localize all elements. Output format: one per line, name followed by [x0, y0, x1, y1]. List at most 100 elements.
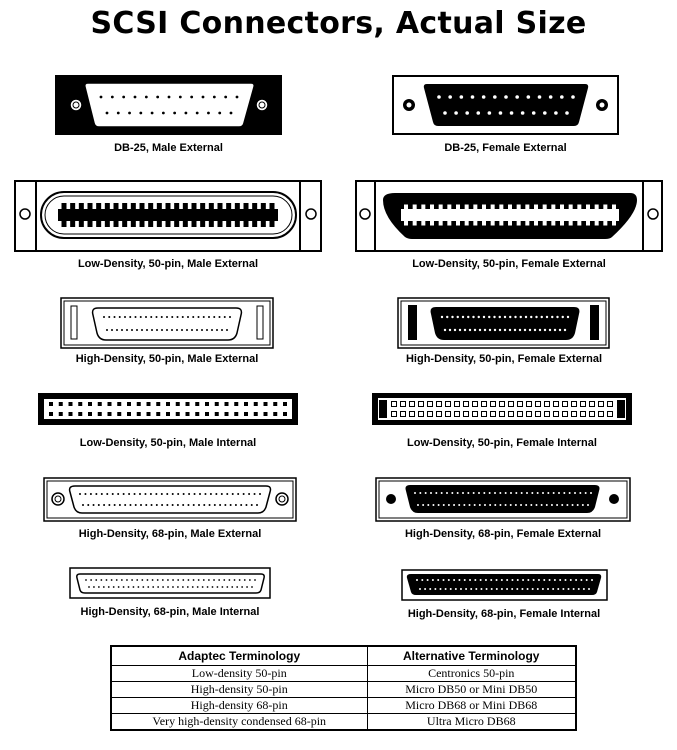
pin — [458, 328, 462, 332]
pin — [490, 401, 496, 407]
db25-female-external-connector — [392, 75, 619, 135]
pin — [148, 203, 154, 209]
connector-caption: High-Density, 68-pin, Female Internal — [407, 608, 601, 620]
pin — [283, 402, 287, 406]
pin — [500, 588, 503, 590]
pin — [146, 412, 151, 416]
pin — [171, 316, 174, 318]
pin — [482, 220, 486, 226]
page-title: SCSI Connectors, Actual Size — [90, 6, 587, 41]
pin — [100, 579, 103, 581]
pin — [204, 493, 207, 495]
table-row: High-density 68-pin Micro DB68 or Mini D… — [110, 697, 577, 714]
pin — [167, 579, 169, 581]
pin — [568, 220, 573, 226]
pin — [499, 492, 502, 494]
pin — [511, 588, 514, 590]
pin — [431, 579, 434, 581]
pin — [211, 586, 214, 588]
pin — [61, 221, 67, 227]
pin — [156, 412, 161, 416]
pin — [273, 402, 278, 406]
pin — [174, 221, 180, 227]
pin — [528, 328, 532, 332]
pin — [477, 315, 480, 319]
pin — [552, 588, 555, 590]
pin — [122, 586, 125, 588]
pin — [88, 586, 90, 588]
pin — [85, 579, 87, 581]
connector-caption: Low-Density, 50-pin, Female Internal — [407, 437, 597, 449]
connector-caption: Low-Density, 50-pin, Male Internal — [79, 437, 257, 449]
pin — [136, 412, 141, 416]
pin — [122, 221, 128, 227]
pin — [478, 328, 482, 332]
pin — [139, 203, 145, 209]
ld50-male-internal-connector — [38, 393, 298, 425]
pin — [436, 401, 442, 407]
pin — [506, 588, 509, 590]
pin — [49, 402, 53, 406]
pin — [508, 204, 512, 210]
pin — [576, 504, 579, 506]
pin — [464, 204, 469, 210]
pin — [443, 111, 447, 115]
table-row: Very high-density condensed 68-pin Ultra… — [110, 713, 577, 731]
pin — [565, 111, 569, 115]
pin — [499, 411, 505, 417]
pin — [246, 586, 248, 588]
pin — [176, 329, 178, 331]
pin — [475, 588, 478, 590]
pin — [504, 492, 507, 494]
pin — [161, 579, 164, 581]
pin — [195, 412, 200, 416]
pin — [224, 412, 229, 416]
pin — [463, 328, 467, 332]
pin — [548, 579, 551, 581]
table-row: Low-density 50-pin Centronics 50-pin — [110, 665, 577, 682]
pin — [421, 204, 426, 210]
pin — [488, 328, 492, 332]
table-cell: Micro DB68 or Mini DB68 — [366, 697, 577, 714]
pin — [516, 579, 519, 581]
pin — [92, 504, 95, 506]
pin — [499, 504, 502, 506]
pin — [182, 579, 185, 581]
pin — [260, 221, 266, 227]
pin — [108, 316, 111, 318]
pin — [540, 504, 543, 506]
pin — [126, 579, 128, 581]
pin — [216, 586, 219, 588]
pin — [144, 95, 148, 99]
pin — [156, 402, 161, 406]
pin — [443, 328, 447, 332]
pin — [429, 588, 432, 590]
pin — [553, 328, 557, 332]
pin — [171, 329, 173, 331]
pin — [434, 588, 437, 590]
pin — [156, 329, 158, 331]
pin — [126, 329, 128, 331]
pin — [107, 586, 110, 588]
hd68-female-external-connector — [375, 477, 631, 522]
pin — [508, 328, 512, 332]
pin — [167, 586, 169, 588]
pin — [117, 412, 122, 416]
pin — [449, 588, 452, 590]
pin — [131, 579, 133, 581]
pin — [543, 579, 546, 581]
pin — [445, 411, 451, 417]
pin — [177, 493, 180, 495]
pin — [526, 411, 532, 417]
pin — [525, 204, 530, 210]
pin — [531, 111, 536, 115]
pin — [103, 316, 105, 318]
pin — [132, 586, 135, 588]
pin — [238, 579, 241, 581]
pin — [253, 412, 258, 416]
pin — [201, 586, 204, 588]
pin — [585, 579, 588, 581]
pin — [242, 493, 245, 495]
pin — [129, 316, 132, 318]
pin — [248, 579, 251, 581]
